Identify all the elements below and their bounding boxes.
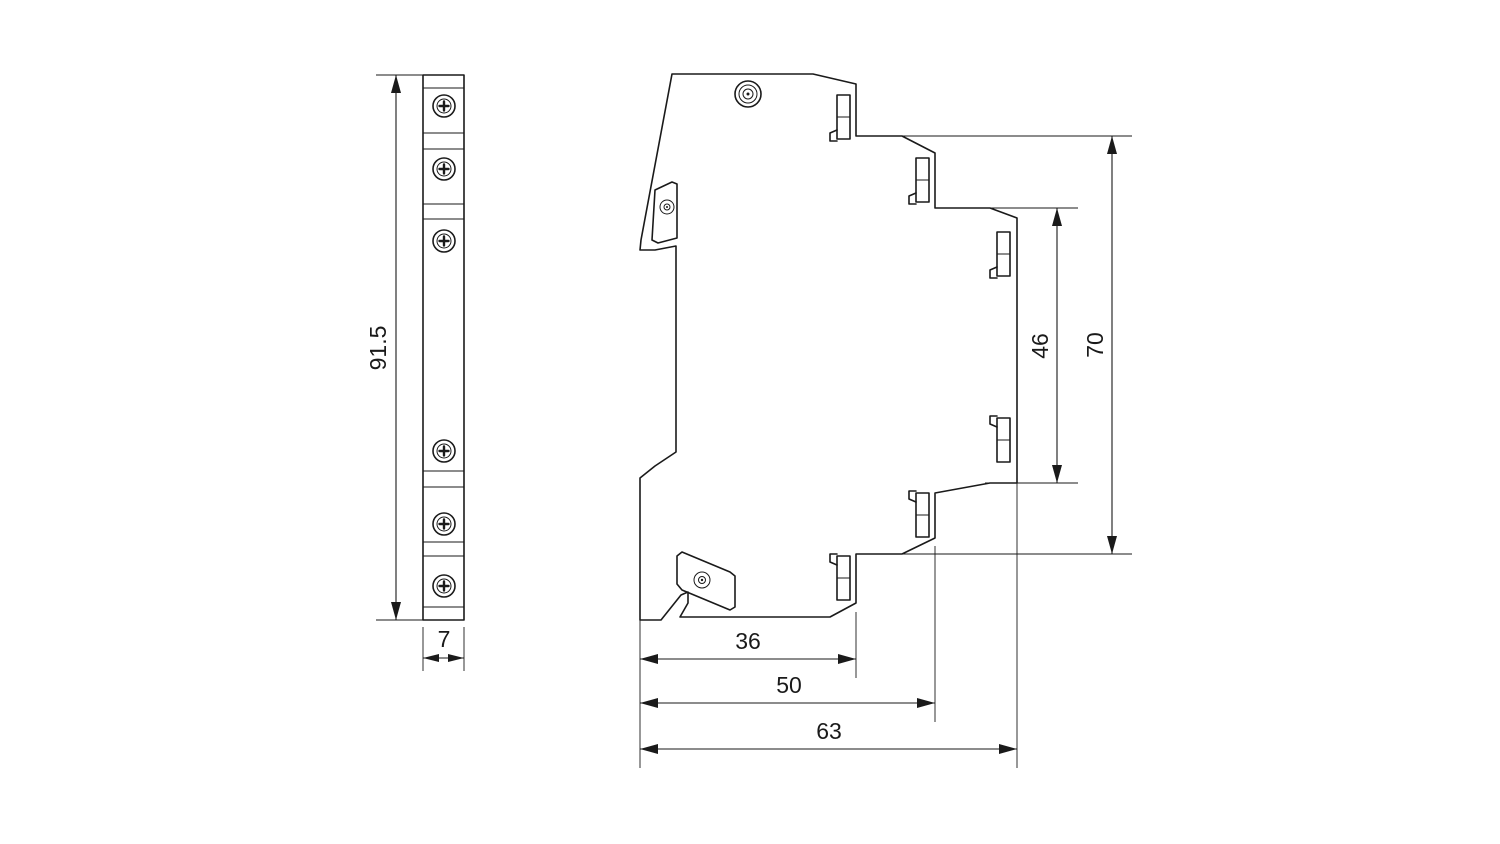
clip-slot — [989, 231, 1011, 279]
screw-icon — [431, 93, 457, 119]
screw-icon — [431, 573, 457, 599]
dimension-height: 91.5 — [365, 74, 423, 621]
side-view-outline — [639, 73, 1018, 621]
dimension-depth-front: 36 — [640, 628, 856, 664]
dimension-height-label: 91.5 — [365, 326, 391, 371]
screw-icon — [431, 156, 457, 182]
screw-icon — [431, 228, 457, 254]
clip-slot — [989, 415, 1011, 463]
lever-top — [651, 181, 678, 244]
dimension-depth-total: 63 — [640, 718, 1017, 754]
dimension-depth-mid: 50 — [640, 672, 935, 708]
clip-slot — [908, 157, 930, 205]
dimension-height-inner-label: 46 — [1027, 333, 1053, 359]
front-view: 91.5 7 — [365, 74, 465, 671]
screw-icon — [431, 511, 457, 537]
clip-slot — [829, 94, 851, 142]
front-view-body — [422, 74, 465, 621]
dimension-width-label: 7 — [438, 626, 451, 652]
dimension-depth-mid-label: 50 — [776, 672, 802, 698]
dimension-height-inner: 46 — [985, 207, 1078, 484]
dimension-height-outer: 70 — [902, 135, 1132, 555]
lever-bottom — [676, 551, 736, 611]
clip-slot — [829, 553, 851, 601]
side-view: 70 46 36 50 — [639, 73, 1132, 768]
screw-icon — [431, 438, 457, 464]
dimension-depth-total-label: 63 — [816, 718, 842, 744]
dimension-width: 7 — [422, 626, 465, 671]
clip-slot — [908, 490, 930, 538]
dimension-height-outer-label: 70 — [1082, 332, 1108, 358]
dimension-depth-front-label: 36 — [735, 628, 761, 654]
screw-icon — [734, 80, 762, 108]
